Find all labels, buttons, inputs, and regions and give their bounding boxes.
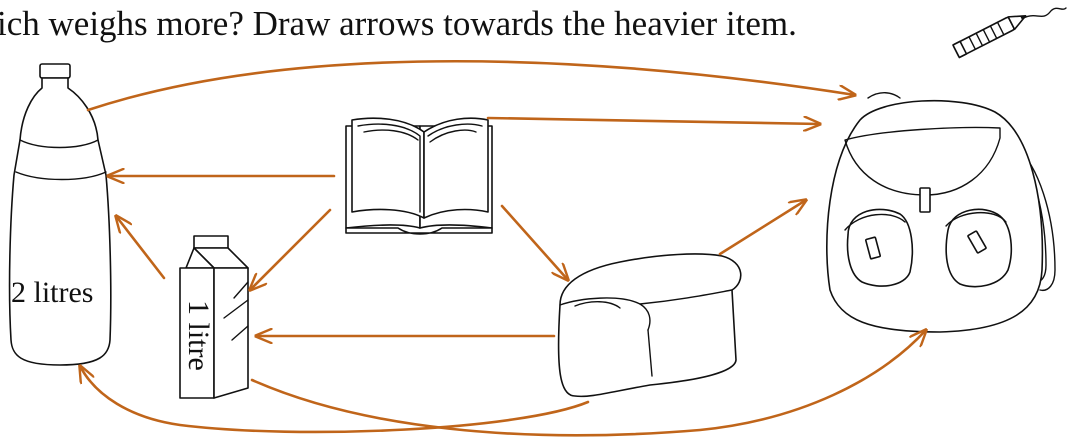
book bbox=[345, 117, 493, 235]
arrow-book-to-backpack bbox=[486, 118, 820, 124]
arrow-book-to-milk bbox=[250, 208, 332, 290]
bread-loaf bbox=[557, 253, 742, 398]
bottle-label: 2 litres bbox=[11, 276, 94, 309]
arrow-milk-to-backpack bbox=[250, 330, 926, 437]
bottle-2-litres: 2 litres bbox=[8, 63, 112, 366]
arrows bbox=[80, 59, 926, 437]
milk-carton-1-litre: 1 litre bbox=[179, 235, 249, 399]
arrow-bottle-to-backpack bbox=[86, 59, 855, 112]
arrow-book-to-bread bbox=[500, 204, 568, 280]
arrow-milk-to-bottle bbox=[116, 216, 166, 280]
arrow-bread-to-backpack bbox=[718, 200, 806, 256]
backpack bbox=[826, 92, 1056, 333]
milk-label: 1 litre bbox=[182, 300, 215, 371]
instruction-text: ich weighs more? Draw arrows towards the… bbox=[0, 4, 797, 43]
pencil-icon bbox=[952, 7, 1067, 59]
arrow-bread-to-bottle bbox=[80, 366, 590, 434]
